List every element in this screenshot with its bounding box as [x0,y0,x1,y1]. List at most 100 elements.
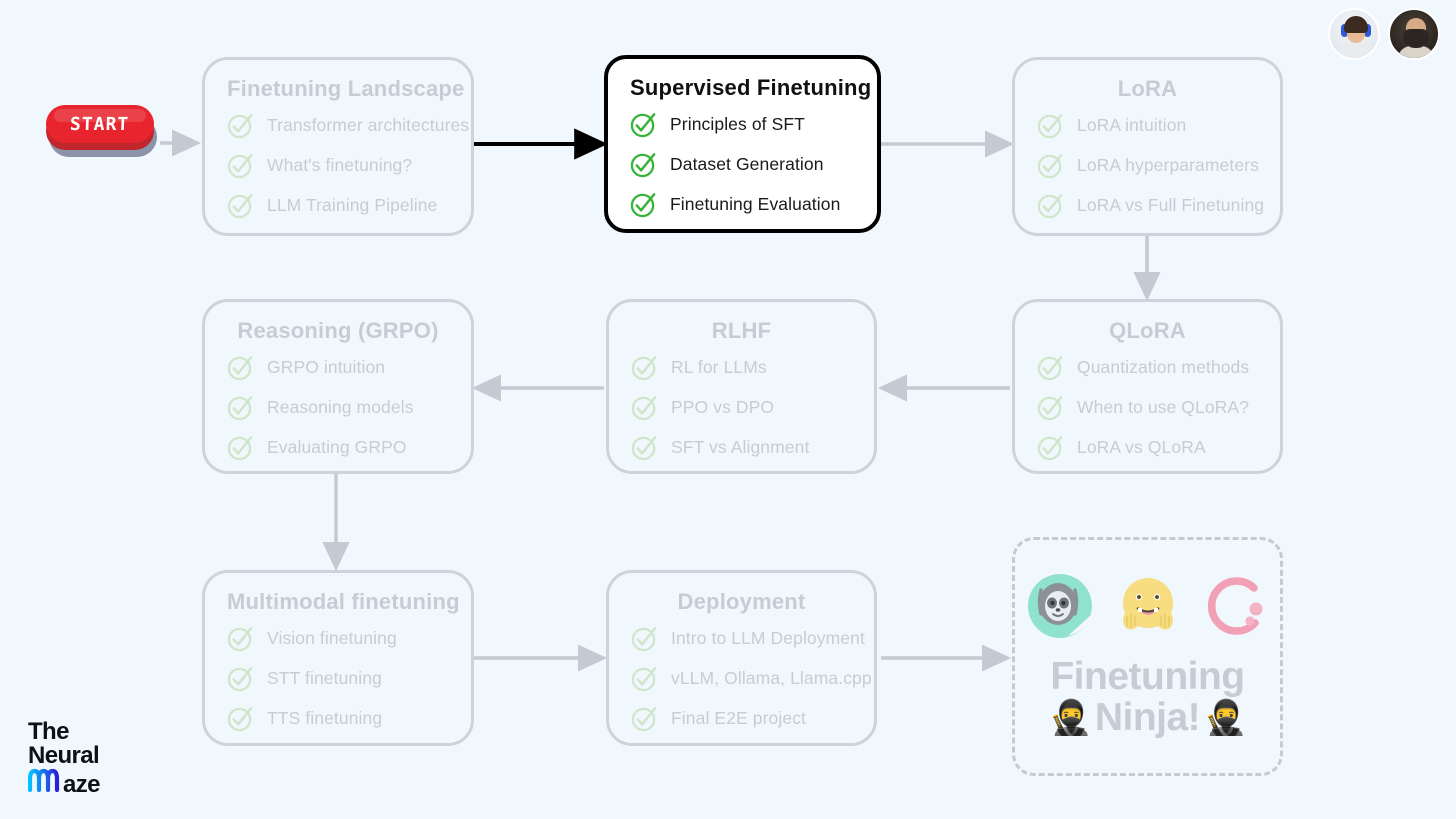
list-item[interactable]: LoRA hyperparameters [1037,148,1259,182]
axolotl-loader-icon [1207,577,1262,635]
avatar-beard [1403,29,1429,48]
start-button[interactable]: START [45,105,157,157]
card-lora[interactable]: LoRA LoRA intuition LoRA hyperparameters [1012,57,1283,236]
avatar-body [1338,43,1374,58]
list-item-label: Intro to LLM Deployment [671,627,865,648]
card-rlhf[interactable]: RLHF RL for LLMs PPO vs DPO [606,299,877,474]
avatar-body [1398,46,1434,58]
card-item-list: Quantization methods When to use QLoRA? … [1037,350,1258,464]
list-item[interactable]: LoRA intuition [1037,108,1258,142]
list-item-label: Reasoning models [267,396,414,417]
list-item[interactable]: What's finetuning? [227,148,449,182]
check-circle-icon [227,626,253,651]
list-item[interactable]: PPO vs DPO [631,390,852,424]
check-circle-icon [227,153,253,178]
list-item-label: When to use QLoRA? [1077,396,1250,417]
card-item-list: LoRA intuition LoRA hyperparameters LoRA… [1037,108,1264,222]
avatar-group [1328,8,1440,60]
list-item[interactable]: Quantization methods [1037,350,1258,384]
card-finetuning-ninja[interactable]: Finetuning 🥷 Ninja! 🥷 [1012,537,1283,776]
list-item[interactable]: vLLM, Ollama, Llama.cpp [631,661,872,695]
ninja-glyph-left: 🥷 [1048,698,1091,737]
list-item[interactable]: Transformer architectures [227,108,469,142]
check-circle-icon [1037,355,1063,380]
ninja-heading: Finetuning 🥷 Ninja! 🥷 [1048,655,1247,740]
check-circle-icon [1037,193,1063,218]
check-circle-icon [1037,395,1063,420]
list-item[interactable]: STT finetuning [227,661,449,695]
list-item[interactable]: RL for LLMs [631,350,852,384]
ninja-glyph-right: 🥷 [1204,698,1247,737]
list-item[interactable]: LLM Training Pipeline [227,188,449,222]
list-item-label: Finetuning Evaluation [670,193,841,214]
list-item-label: LLM Training Pipeline [267,194,438,215]
check-circle-icon [1037,153,1063,178]
card-title: QLoRA [1109,318,1186,343]
list-item-label: STT finetuning [267,667,382,688]
list-item[interactable]: Intro to LLM Deployment [631,621,865,655]
card-title: Supervised Finetuning [630,75,872,100]
card-item-list: Vision finetuning STT finetuning TTS fin… [227,621,449,735]
avatar-person-1[interactable] [1328,8,1380,60]
brand-line-1: The [28,718,69,746]
list-item-label: SFT vs Alignment [671,436,810,457]
list-item[interactable]: Vision finetuning [227,621,449,655]
card-reasoning-grpo[interactable]: Reasoning (GRPO) GRPO intuition Reasonin… [202,299,474,474]
check-circle-icon [631,395,657,420]
brand-line-2: Neural [28,741,100,769]
check-circle-icon [227,435,253,460]
check-circle-icon [630,112,656,137]
card-title: Reasoning (GRPO) [237,318,439,343]
check-circle-icon [630,152,656,177]
hugging-face-icon [1122,578,1173,630]
check-circle-icon [227,706,253,731]
card-item-list: Principles of SFT Dataset Generation Fin… [630,107,855,221]
check-circle-icon [227,395,253,420]
card-item-list: Transformer architectures What's finetun… [227,108,469,222]
list-item[interactable]: Reasoning models [227,390,449,424]
list-item[interactable]: LoRA vs QLoRA [1037,430,1258,464]
list-item[interactable]: Principles of SFT [630,107,855,141]
check-circle-icon [631,706,657,731]
card-multimodal-finetuning[interactable]: Multimodal finetuning Vision finetuning … [202,570,474,746]
list-item-label: Dataset Generation [670,153,824,174]
start-button-top: START [46,105,154,143]
card-title: RLHF [711,318,772,343]
avatar-person-2[interactable] [1388,8,1440,60]
list-item[interactable]: Evaluating GRPO [227,430,449,464]
list-item-label: LoRA vs Full Finetuning [1077,194,1265,215]
list-item-label: GRPO intuition [267,356,386,377]
list-item-label: Principles of SFT [670,113,805,134]
check-circle-icon [227,355,253,380]
list-item-label: LoRA intuition [1077,114,1187,135]
list-item[interactable]: Dataset Generation [630,147,855,181]
check-circle-icon [631,355,657,380]
list-item[interactable]: Final E2E project [631,701,852,735]
list-item-label: LoRA vs QLoRA [1077,436,1206,457]
tool-badges [1024,570,1272,642]
list-item[interactable]: TTS finetuning [227,701,449,735]
card-supervised-finetuning[interactable]: Supervised Finetuning Principles of SFT … [604,55,881,233]
list-item[interactable]: When to use QLoRA? [1037,390,1258,424]
check-circle-icon [1037,113,1063,138]
card-item-list: Intro to LLM Deployment vLLM, Ollama, Ll… [631,621,872,735]
brand-line-3: aze [28,767,101,797]
card-qlora[interactable]: QLoRA Quantization methods When to use Q… [1012,299,1283,474]
list-item-label: Quantization methods [1077,356,1250,377]
card-title: Deployment [677,589,806,614]
ninja-heading-line1: Finetuning [1050,655,1245,698]
list-item[interactable]: SFT vs Alignment [631,430,852,464]
list-item[interactable]: GRPO intuition [227,350,449,384]
list-item[interactable]: LoRA vs Full Finetuning [1037,188,1264,222]
card-item-list: GRPO intuition Reasoning models Evaluati… [227,350,449,464]
list-item[interactable]: Finetuning Evaluation [630,187,855,221]
start-button-label: START [70,113,130,135]
list-item-label: Final E2E project [671,707,806,728]
card-deployment[interactable]: Deployment Intro to LLM Deployment vLLM,… [606,570,877,746]
card-finetuning-landscape[interactable]: Finetuning Landscape Transformer archite… [202,57,474,236]
list-item-label: vLLM, Ollama, Llama.cpp [671,667,872,688]
check-circle-icon [631,666,657,691]
list-item-label: Vision finetuning [267,627,397,648]
ninja-heading-line2: Ninja! [1094,696,1201,740]
